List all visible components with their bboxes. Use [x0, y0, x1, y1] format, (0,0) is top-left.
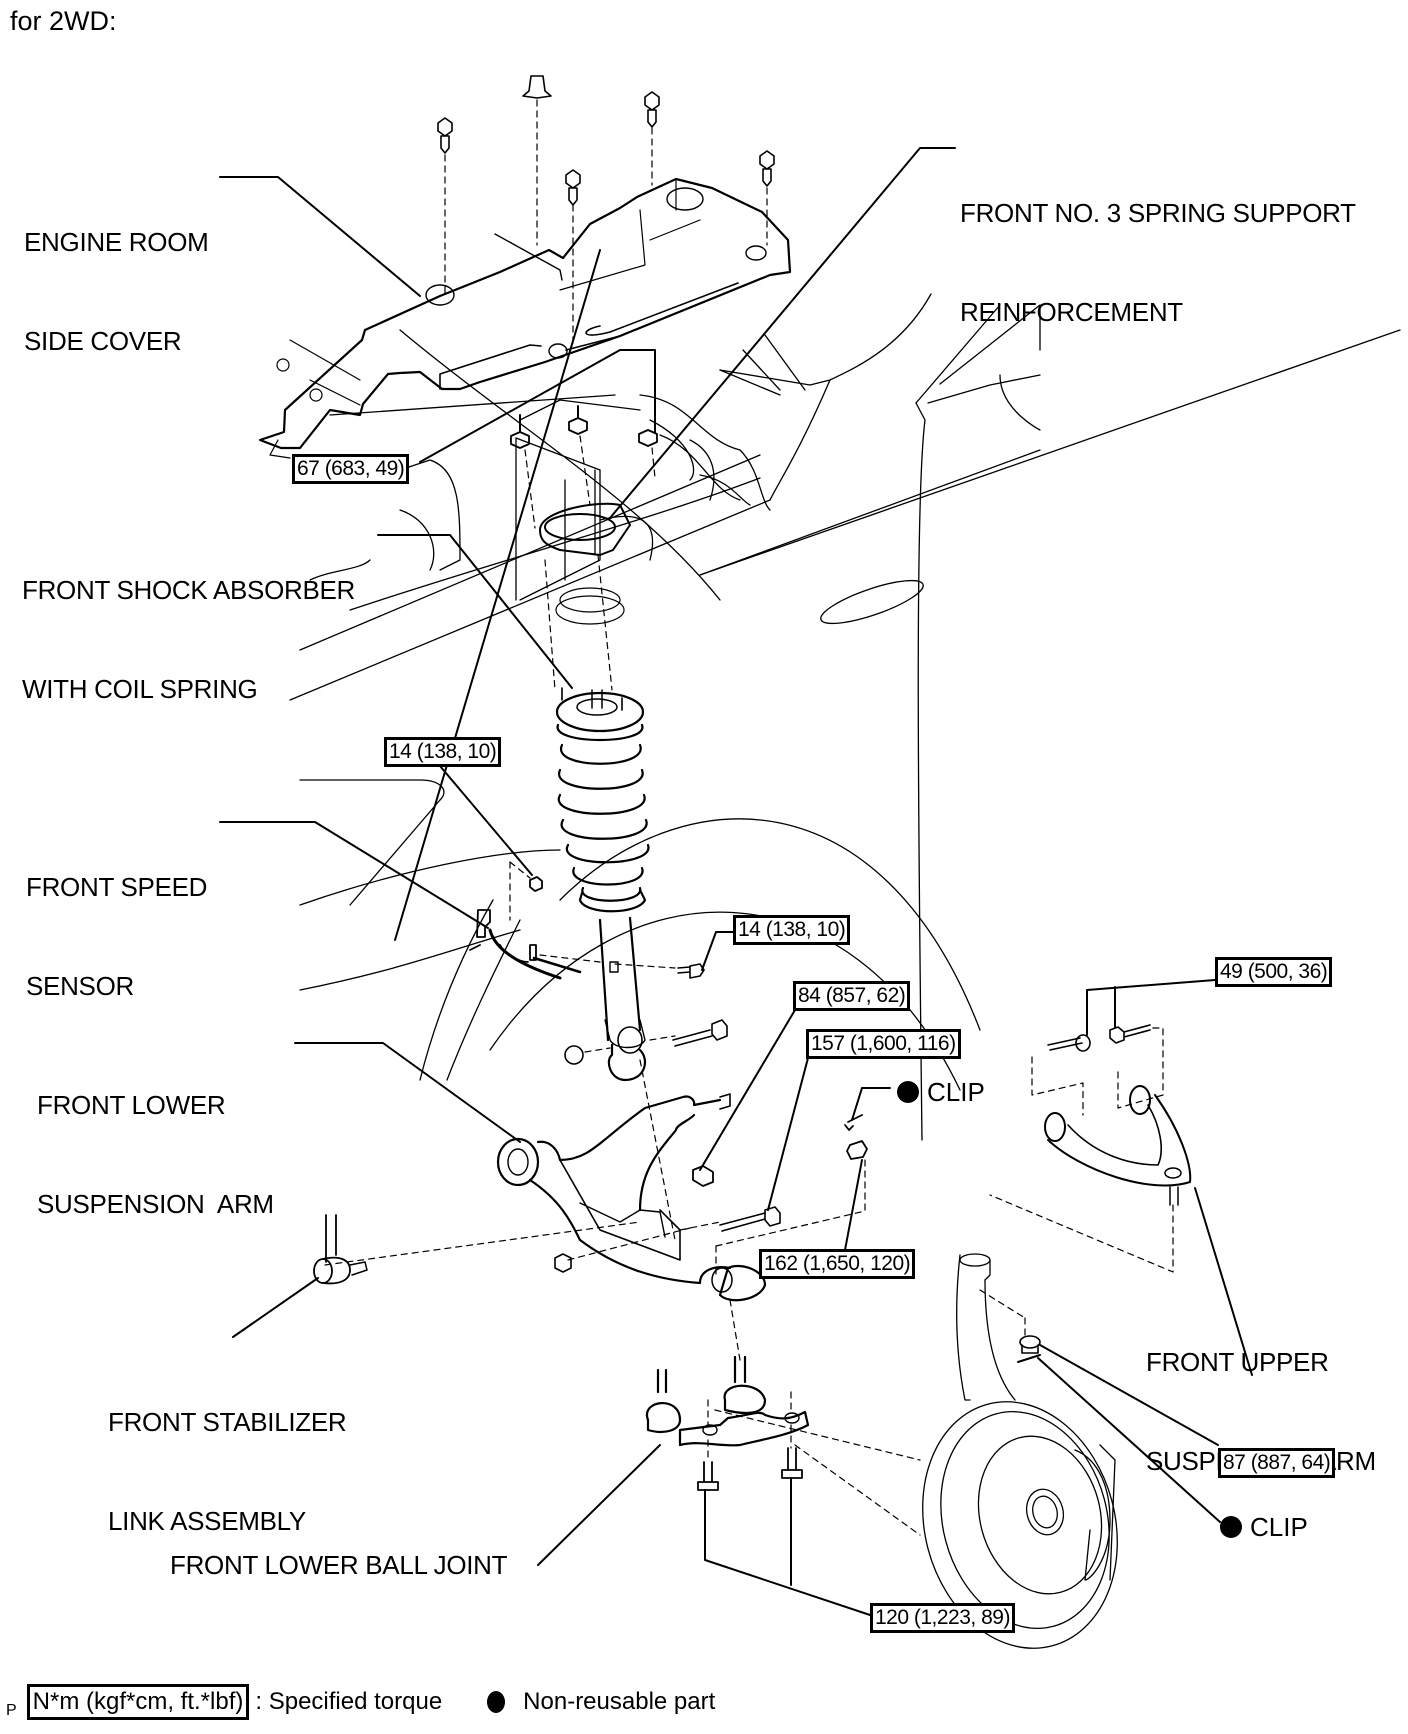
label-line: FRONT LOWER [37, 1090, 226, 1120]
label-line: SENSOR [26, 971, 135, 1001]
cover-clips [438, 76, 774, 205]
mount-nut-guides [525, 436, 655, 690]
label-line: FRONT UPPER [1146, 1347, 1329, 1377]
legend-torque-desc: : Specified torque [255, 1688, 443, 1715]
shock-absorber [557, 688, 648, 1080]
label-line: SIDE COVER [24, 326, 182, 356]
shock-bolt-guides [540, 955, 675, 1240]
knuckle-guides [715, 1290, 1025, 1535]
torque-spec-upper-ball-joint-nut: 87 (887, 64) [1218, 1448, 1336, 1478]
front-lower-ball-joint [647, 1357, 808, 1445]
label-front-speed-sensor: FRONT SPEED SENSOR [26, 805, 207, 1036]
label-line: FRONT SHOCK ABSORBER [22, 575, 356, 605]
engine-room-side-cover [260, 179, 790, 458]
clip-fastener [438, 118, 452, 153]
front-stabilizer-link [314, 1215, 367, 1283]
spring-support-reinforcement [540, 504, 630, 555]
label-front-shock-absorber: FRONT SHOCK ABSORBER WITH COIL SPRING [22, 508, 355, 739]
label-line: LINK ASSEMBLY [108, 1506, 306, 1536]
non-reusable-dot-icon [487, 1691, 506, 1713]
legend-torque-unit-box: N*m (kgf*cm, ft.*lbf) [26, 1684, 250, 1720]
label-line: REINFORCEMENT [960, 297, 1183, 327]
clip-text: CLIP [927, 1077, 985, 1107]
non-reusable-dot-icon [897, 1081, 919, 1103]
clip-fastener [760, 151, 774, 186]
ball-joint-bolts [698, 1448, 802, 1490]
torque-spec-upper-arm-bolts: 49 (500, 36) [1215, 957, 1333, 987]
upper-arm-guides [990, 1028, 1173, 1272]
torque-spec-cover-nuts: 67 (683, 49) [292, 454, 410, 484]
label-line: FRONT NO. 3 SPRING SUPPORT [960, 198, 1356, 228]
torque-spec-ball-joint-bolts: 120 (1,223, 89) [870, 1603, 1015, 1633]
legend: P N*m (kgf*cm, ft.*lbf) : Specified torq… [6, 1684, 715, 1720]
clip-fastener [523, 76, 551, 98]
label-front-stabilizer-link-assembly: FRONT STABILIZER LINK ASSEMBLY [108, 1340, 347, 1571]
label-line: FRONT SPEED [26, 872, 208, 902]
leader-lines [220, 148, 1252, 1615]
clip-text: CLIP [1250, 1512, 1308, 1542]
label-line: FRONT STABILIZER [108, 1407, 347, 1437]
lower-arm-guides [325, 1160, 865, 1360]
torque-spec-lower-ball-joint-nut: 162 (1,650, 120) [759, 1249, 916, 1279]
clip-fastener [566, 170, 580, 205]
upper-mount-hole [556, 588, 624, 624]
non-reusable-dot-icon [1220, 1516, 1242, 1538]
shock-bolts [565, 964, 727, 1064]
brake-disc [896, 1380, 1144, 1671]
vehicle-body-outline [290, 250, 1400, 1140]
cover-clip-guides [445, 100, 767, 345]
ball-joint-guides [708, 1392, 791, 1462]
torque-spec-shock-lower-bolt: 157 (1,600, 116) [806, 1029, 961, 1059]
castle-nut-lower [1018, 1336, 1040, 1362]
legend-non-reusable-desc: Non-reusable part [523, 1688, 716, 1715]
torque-spec-speed-sensor-bolt: 14 (138, 10) [384, 737, 502, 767]
label-clip-upper: CLIP [897, 1077, 985, 1107]
label-front-lower-ball-joint: FRONT LOWER BALL JOINT [170, 1550, 508, 1580]
torque-spec-lower-arm-nut: 84 (857, 62) [793, 981, 911, 1011]
label-front-no3-spring-support-reinforcement: FRONT NO. 3 SPRING SUPPORT REINFORCEMENT [960, 131, 1356, 362]
label-line: SUSPENSION ARM [37, 1189, 274, 1219]
label-clip-lower: CLIP [1220, 1512, 1308, 1542]
label-front-lower-suspension-arm: FRONT LOWER SUSPENSION ARM [37, 1023, 274, 1254]
label-line: WITH COIL SPRING [22, 674, 258, 704]
castle-nut-upper [845, 1115, 867, 1159]
speed-sensor-guides [510, 862, 530, 920]
label-engine-room-side-cover: ENGINE ROOM SIDE COVER [24, 160, 209, 391]
page-marker: P [6, 1702, 17, 1719]
label-line: ENGINE ROOM [24, 227, 209, 257]
front-upper-suspension-arm [1045, 1025, 1190, 1205]
front-lower-suspension-arm [498, 1094, 780, 1300]
mount-nuts [511, 418, 657, 448]
diagram-title: for 2WD: [10, 6, 117, 36]
clip-fastener [645, 92, 659, 127]
torque-spec-speed-sensor-clamp-bolt: 14 (138, 10) [733, 915, 851, 945]
steering-knuckle [957, 1254, 1015, 1400]
